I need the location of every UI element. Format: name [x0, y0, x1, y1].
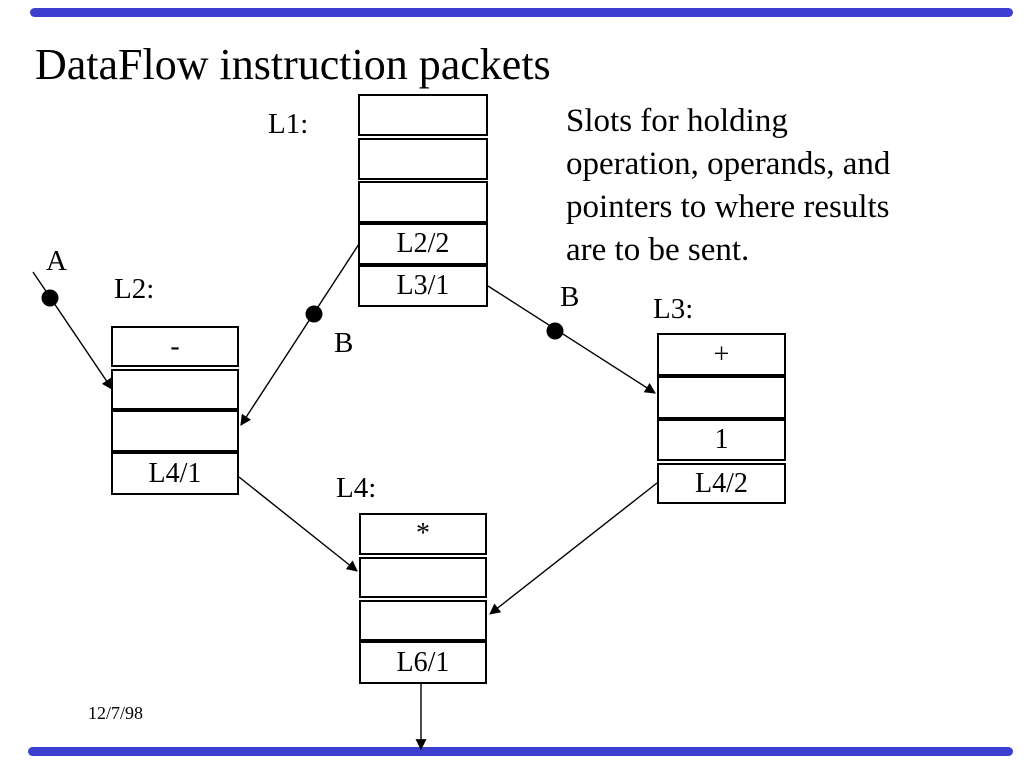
packet-L4-slot: L6/1 — [359, 641, 487, 684]
packet-L2-slot: - — [111, 326, 239, 367]
dataflow-arrow — [489, 482, 658, 615]
token-label-B: B — [334, 327, 354, 359]
packet-L1-slot — [358, 181, 488, 223]
packet-L3-slot: 1 — [657, 419, 786, 461]
dataflow-arrow — [240, 243, 360, 426]
packet-L1-slot — [358, 138, 488, 180]
token-dot — [41, 289, 59, 307]
token-label-A: A — [46, 245, 67, 277]
top-accent-bar — [30, 8, 1013, 17]
dataflow-arrow — [32, 271, 113, 390]
packet-L1-label: L1: — [268, 108, 309, 140]
slide-date: 12/7/98 — [88, 703, 144, 723]
packet-L2-slot — [111, 410, 239, 452]
packet-L2-label: L2: — [114, 273, 155, 305]
slide-title: DataFlow instruction packets — [35, 40, 551, 89]
packet-L4-slot — [359, 557, 487, 598]
annotation-line: are to be sent. — [566, 232, 750, 268]
packet-L4-slot — [359, 600, 487, 641]
packet-L1-slot: L2/2 — [358, 223, 488, 265]
annotation-line: Slots for holding — [566, 103, 788, 139]
packet-L1-slot — [358, 94, 488, 136]
token-dot — [546, 322, 564, 340]
packet-L3-slot: + — [657, 333, 786, 376]
packet-L3-label: L3: — [653, 293, 694, 325]
dataflow-arrow — [238, 476, 358, 572]
annotation-line: pointers to where results — [566, 189, 890, 225]
annotation-line: operation, operands, and — [566, 146, 891, 182]
token-label-B: B — [560, 281, 580, 313]
packet-L2-slot: L4/1 — [111, 452, 239, 495]
bottom-accent-bar — [28, 747, 1013, 756]
packet-L3-slot: L4/2 — [657, 463, 786, 504]
packet-L1-slot: L3/1 — [358, 265, 488, 307]
dataflow-arrow — [487, 285, 656, 394]
packet-L4-label: L4: — [336, 472, 377, 504]
packet-L3-slot — [657, 376, 786, 419]
packet-L2-slot — [111, 369, 239, 410]
token-dot — [305, 305, 323, 323]
annotation-text: Slots for holding operation, operands, a… — [566, 100, 890, 272]
packet-L4-slot: * — [359, 513, 487, 555]
